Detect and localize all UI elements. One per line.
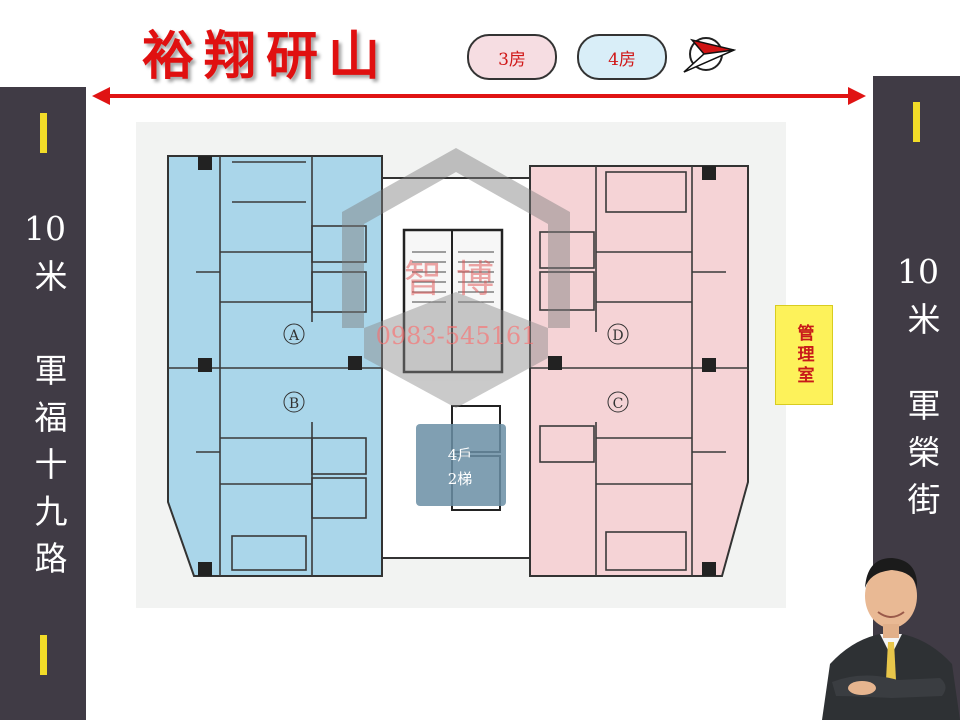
floor-plan: A B C D 4戶 2梯 智博 0983-545161 [136,122,786,608]
double-arrow-icon [92,87,866,105]
badge-4-room-label: 4房 [608,49,636,70]
compass-arrow-icon [683,37,736,73]
watermark-logo [342,148,570,408]
road-right-name: 軍榮街 [902,388,941,529]
lane-marking-icon [913,102,920,142]
core-households: 4戶 [448,446,473,464]
management-room-label: 管理室 [775,305,833,405]
road-right-width: 10 [897,252,939,291]
core-elevators: 2梯 [448,470,473,488]
central-core [381,177,531,559]
watermark-phone: 0983-545161 [376,322,537,350]
badge-3-room-label: 3房 [498,49,526,70]
road-left-name: 軍福十九路 [29,353,68,588]
road-left: 10 米 軍福十九路 [0,87,86,720]
lane-marking-icon [40,635,47,675]
watermark-name: 智博 [404,257,508,301]
badge-3-room[interactable]: 3房 [467,34,557,80]
unit-b-label: B [289,396,299,412]
road-left-width: 10 [24,209,66,248]
agent-portrait [822,558,960,720]
lane-marking-icon [40,113,47,153]
project-title: 裕翔研山 [142,26,391,87]
road-right-unit: 米 [902,302,941,341]
unit-labels [283,323,629,413]
road-right: 10 米 軍榮街 [873,76,960,720]
road-left-unit: 米 [29,259,68,298]
units-blue-zone [167,155,383,577]
unit-d-label: D [612,328,623,344]
badge-4-room[interactable]: 4房 [577,34,667,80]
unit-c-label: C [613,396,624,412]
unit-a-label: A [288,328,300,344]
